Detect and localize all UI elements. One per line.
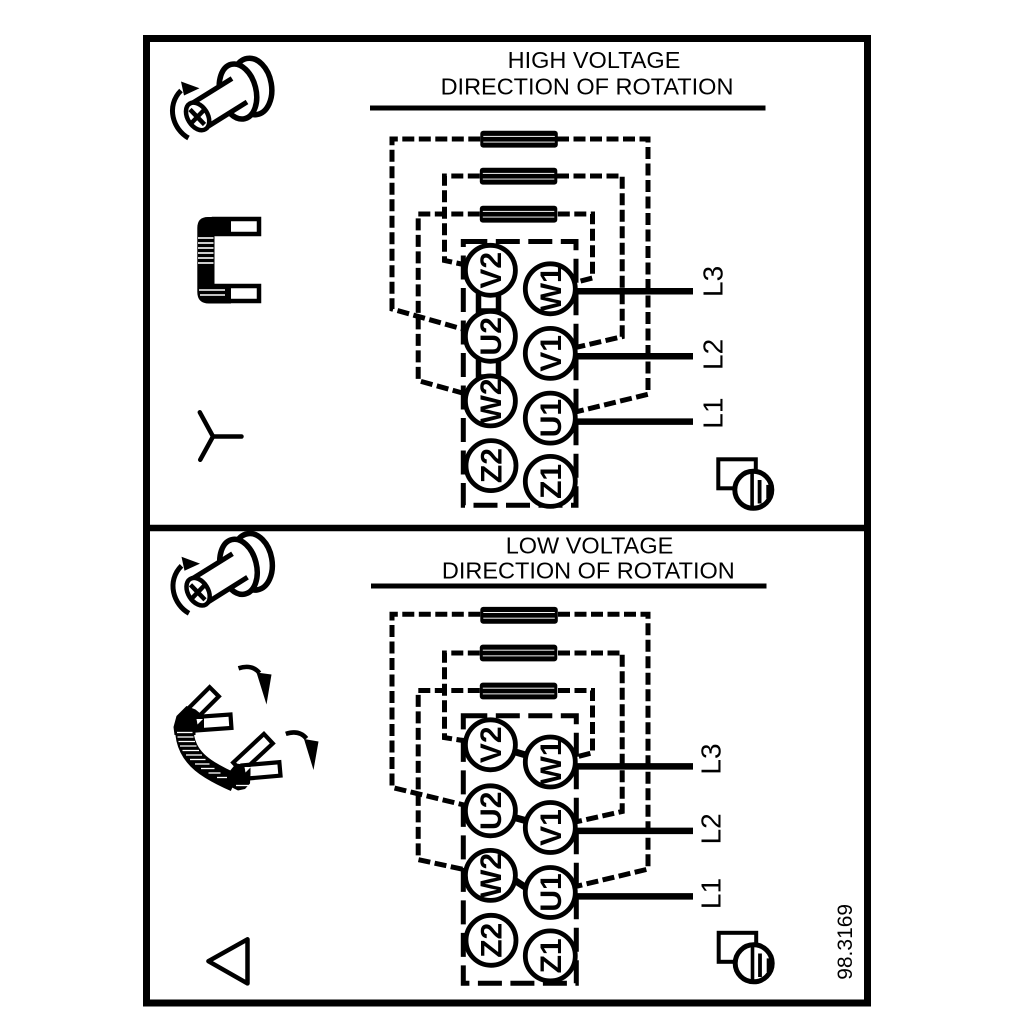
svg-text:W1: W1 <box>535 740 568 785</box>
svg-text:Z1: Z1 <box>535 938 568 973</box>
svg-text:LOW VOLTAGE: LOW VOLTAGE <box>506 533 674 559</box>
svg-text:HIGH VOLTAGE: HIGH VOLTAGE <box>508 47 681 73</box>
svg-text:L1: L1 <box>698 398 729 429</box>
svg-text:U1: U1 <box>535 873 568 911</box>
svg-text:L1: L1 <box>695 878 726 909</box>
svg-text:U1: U1 <box>535 399 568 437</box>
svg-text:Z2: Z2 <box>476 448 509 483</box>
svg-text:V2: V2 <box>475 726 508 763</box>
svg-text:W2: W2 <box>475 853 508 898</box>
svg-text:V2: V2 <box>475 252 508 289</box>
svg-text:L3: L3 <box>698 266 729 297</box>
svg-text:V1: V1 <box>535 335 568 372</box>
svg-text:W2: W2 <box>475 378 508 423</box>
svg-text:DIRECTION OF ROTATION: DIRECTION OF ROTATION <box>441 74 734 100</box>
svg-text:W1: W1 <box>535 266 568 311</box>
svg-text:V1: V1 <box>535 809 568 846</box>
svg-text:L2: L2 <box>695 813 726 844</box>
svg-text:L3: L3 <box>695 743 726 774</box>
svg-text:U2: U2 <box>475 317 508 355</box>
svg-text:U2: U2 <box>475 792 508 830</box>
svg-text:98.3169: 98.3169 <box>834 904 857 980</box>
svg-text:Z1: Z1 <box>535 464 568 499</box>
svg-text:Z2: Z2 <box>476 923 509 958</box>
svg-text:L2: L2 <box>698 339 729 370</box>
svg-text:DIRECTION OF ROTATION: DIRECTION OF ROTATION <box>442 558 735 584</box>
